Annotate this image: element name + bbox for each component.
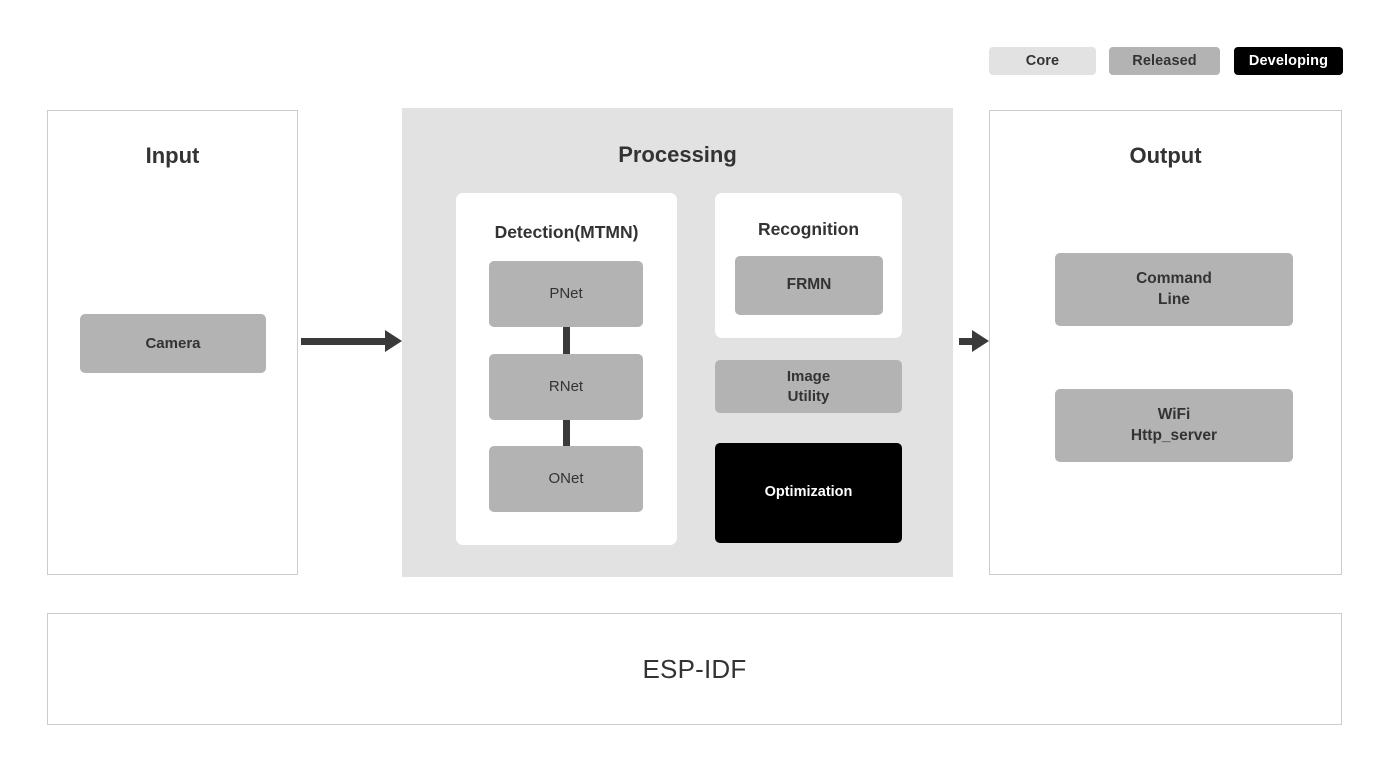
detection-subpanel-title: Detection(MTMN) xyxy=(494,222,639,242)
recognition-subpanel-title: Recognition xyxy=(757,219,860,239)
camera-box: Camera xyxy=(80,314,266,373)
rnet-box: RNet xyxy=(489,354,643,420)
legend-chip-developing: Developing xyxy=(1234,47,1343,75)
onet-box: ONet xyxy=(489,446,643,512)
wifi-http-server-box: WiFi Http_server xyxy=(1055,389,1293,462)
legend-chip-developing-label: Developing xyxy=(1248,53,1329,69)
arrow-shaft xyxy=(562,327,570,372)
legend-chip-released: Released xyxy=(1109,47,1220,75)
output-panel-title: Output xyxy=(1129,143,1202,168)
input-panel-title: Input xyxy=(145,143,200,168)
frmn-box: FRMN xyxy=(735,256,883,315)
processing-panel-title: Processing xyxy=(618,142,737,167)
recognition-subpanel: Recognition FRMN xyxy=(715,193,902,338)
optimization-box: Optimization xyxy=(715,443,902,543)
command-line-box: Command Line xyxy=(1055,253,1293,326)
image-utility-box: Image Utility xyxy=(715,360,902,413)
pnet-box: PNet xyxy=(489,261,643,327)
arrow-shaft xyxy=(959,337,974,345)
arrow-head xyxy=(385,330,402,352)
esp-idf-label: ESP-IDF xyxy=(642,653,747,684)
legend: Core Released Developing xyxy=(989,47,1343,75)
esp-idf-foundation-bar: ESP-IDF xyxy=(47,613,1342,725)
legend-chip-core-label: Core xyxy=(1025,53,1060,69)
legend-chip-released-label: Released xyxy=(1132,53,1197,69)
legend-chip-core: Core xyxy=(989,47,1096,75)
arrow-head xyxy=(972,330,989,352)
processing-panel: Processing Detection(MTMN) PNet RNet ONe… xyxy=(402,108,953,577)
output-panel: Output Command Line WiFi Http_server xyxy=(989,110,1342,575)
arrow-shaft xyxy=(562,420,570,465)
detection-subpanel: Detection(MTMN) PNet RNet ONet xyxy=(456,193,677,545)
arrow-shaft xyxy=(301,337,385,345)
input-panel: Input Camera xyxy=(47,110,298,575)
